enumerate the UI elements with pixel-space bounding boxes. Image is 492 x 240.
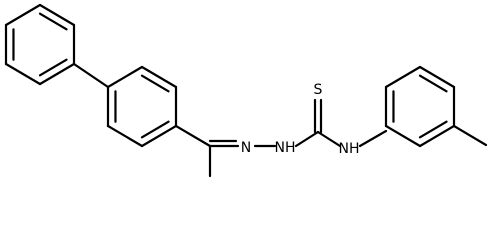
phenyl-ring-bond: [38, 62, 76, 86]
phenyl-ring-bond: [4, 3, 42, 27]
thiocarbon-amide-nitrogen-bond: [316, 130, 342, 148]
tolyl-ring-bond: [384, 124, 422, 148]
phenylene-ring-bond: [140, 124, 178, 148]
hydrazine-thiocarbon-bond: [294, 130, 320, 148]
atom-label-amide-nitrogen: NH: [339, 141, 360, 157]
tolyl-ring-bond: [418, 65, 456, 89]
phenyl-ring-double-bond: [38, 12, 68, 31]
amide-nitrogen-aryl-bond: [358, 129, 388, 148]
tolyl-ring-bond: [418, 124, 456, 148]
aryl-imine-carbon-bond: [174, 124, 212, 148]
phenylene-ring-double-bond: [140, 120, 170, 139]
tolyl-ring-double-bond: [418, 120, 448, 139]
atom-label-hydrazine-nitrogen: NH: [275, 140, 296, 156]
bond-layer: [4, 3, 488, 178]
atom-label-hydrazone-nitrogen: N: [241, 140, 251, 156]
atom-label-sulfur: S: [314, 82, 323, 98]
molecule-structure: S N NH NH: [4, 3, 488, 178]
phenyl-ring-bond: [4, 62, 42, 86]
biaryl-bond: [72, 62, 110, 89]
tolyl-ring-double-bond: [418, 74, 448, 93]
phenyl-ring-double-bond: [38, 58, 68, 77]
phenylene-ring-bond: [106, 65, 144, 89]
phenylene-ring-bond: [140, 65, 178, 89]
tolyl-methyl-bond: [452, 124, 488, 147]
structure-canvas: S N NH NH: [4, 3, 488, 178]
phenylene-ring-double-bond: [140, 74, 170, 93]
tolyl-ring-bond: [384, 65, 422, 89]
phenylene-ring-bond: [106, 124, 144, 148]
phenyl-ring-bond: [38, 3, 76, 27]
